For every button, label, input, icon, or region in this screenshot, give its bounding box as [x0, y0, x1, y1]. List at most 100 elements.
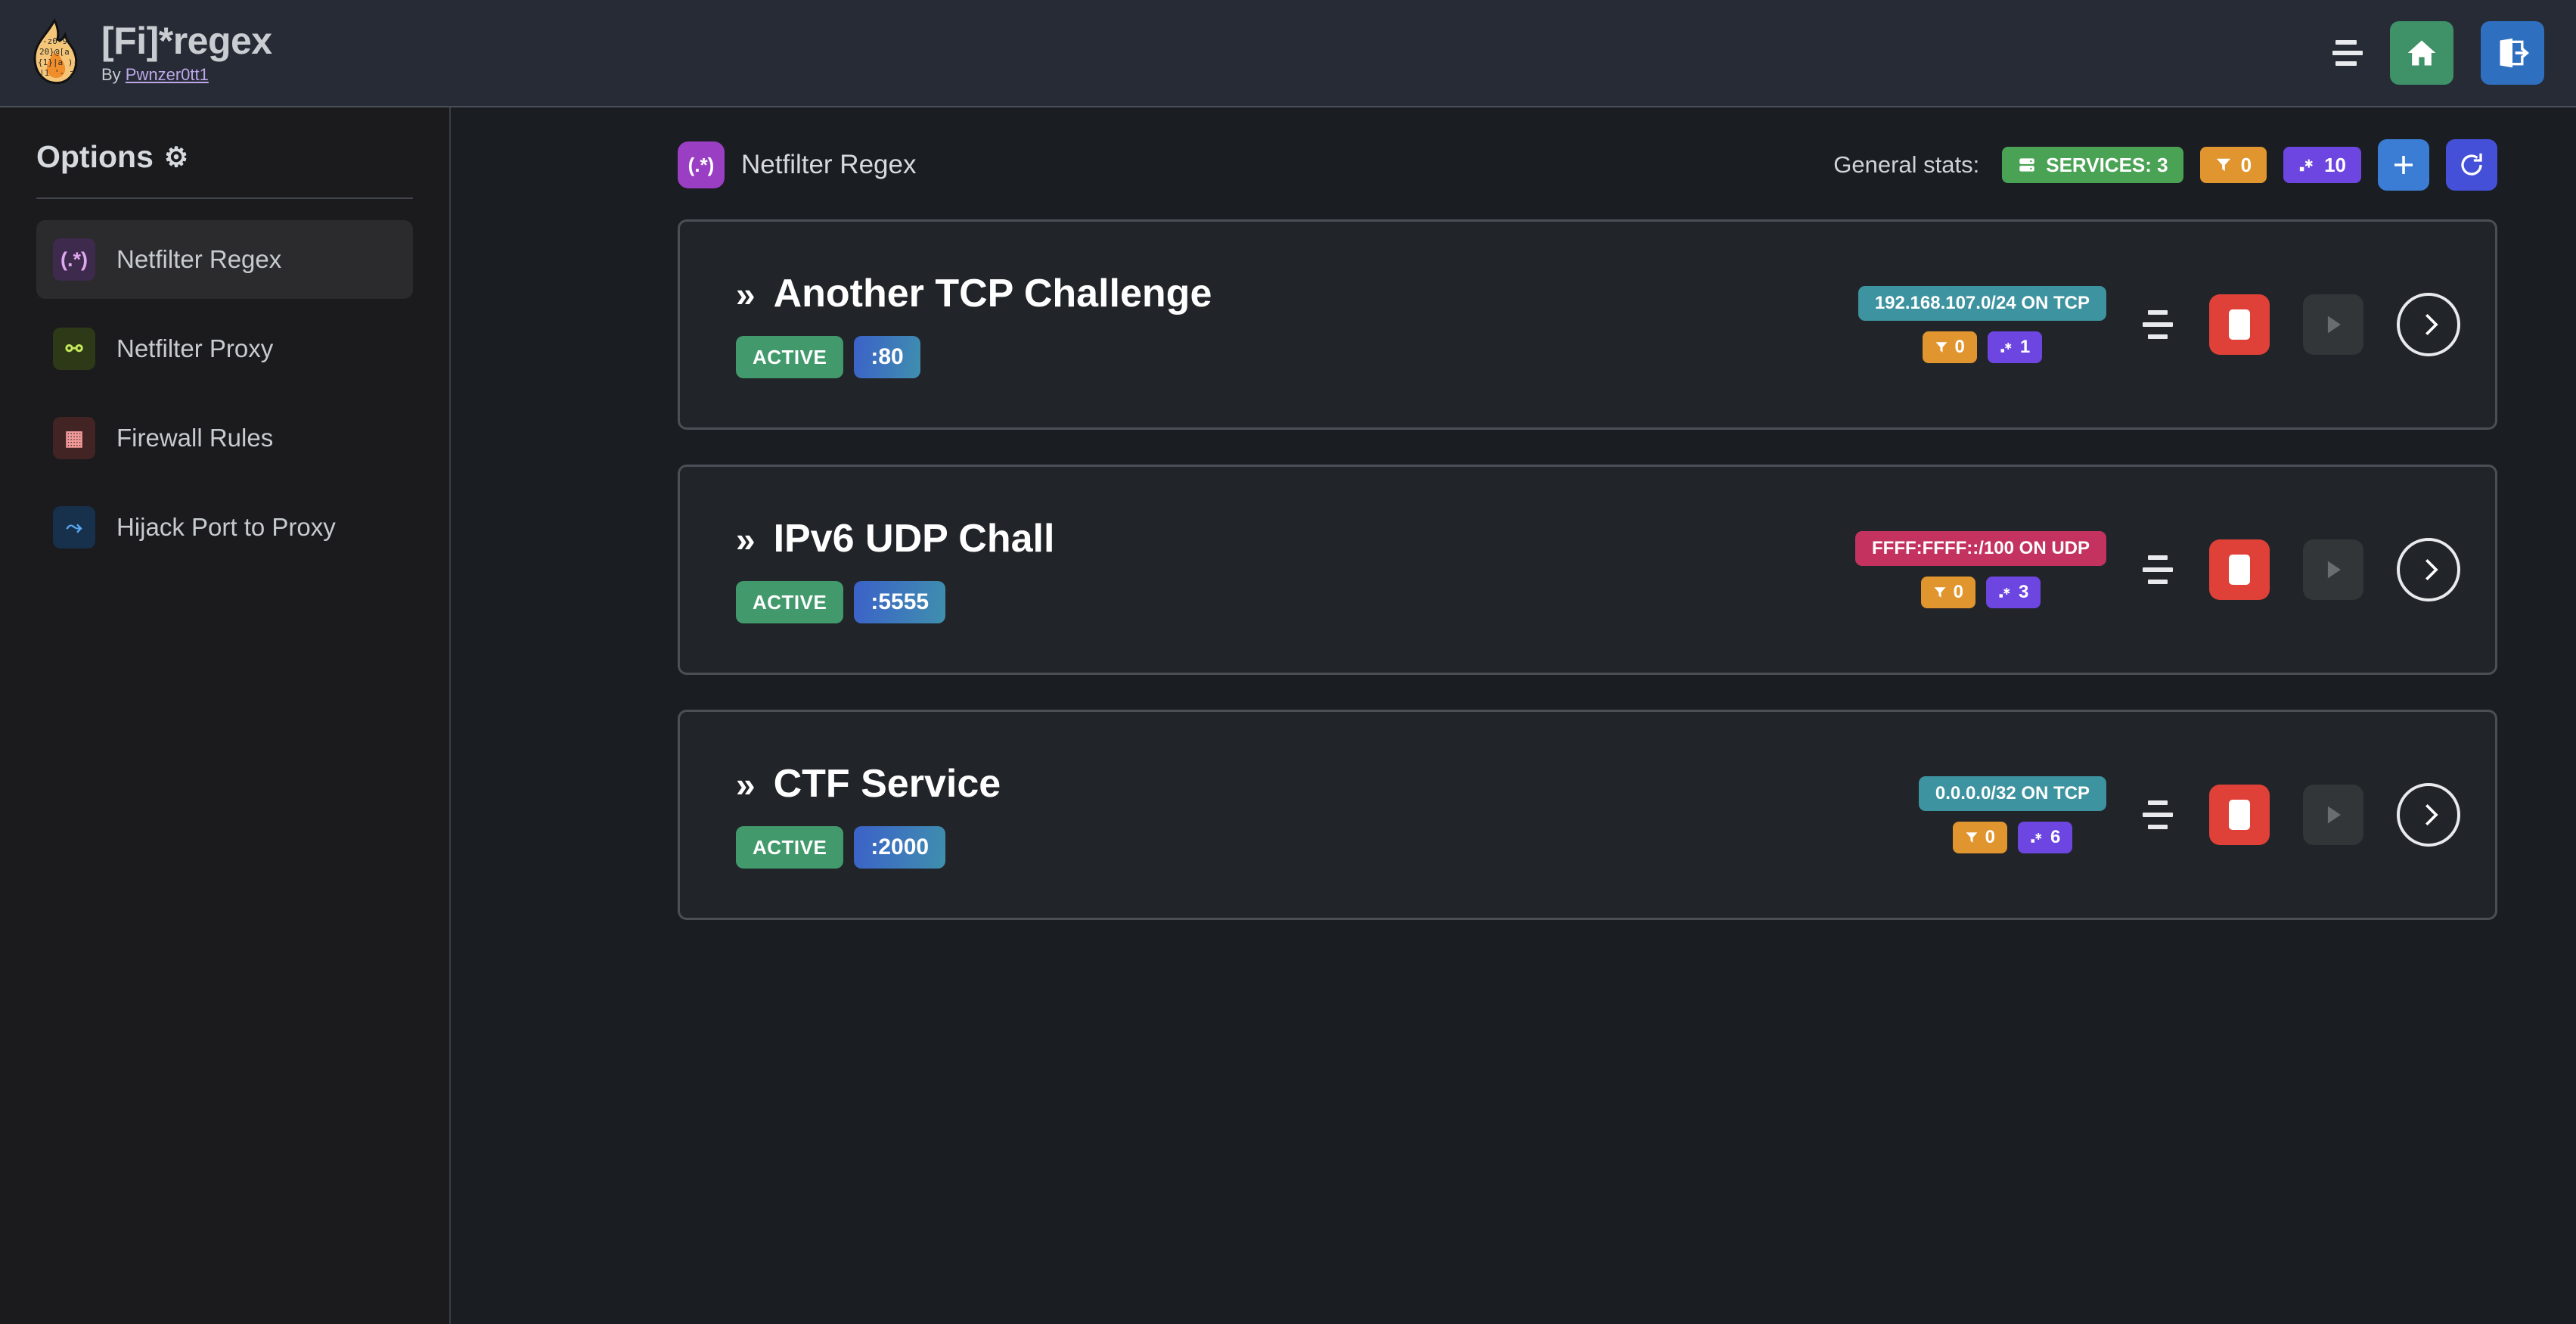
drag-handle-icon[interactable] — [2140, 552, 2176, 587]
open-service-button[interactable] — [2397, 783, 2460, 847]
port-badge: :2000 — [854, 826, 946, 869]
status-badge-filters[interactable]: 0 — [2199, 147, 2267, 183]
network-badge: 0.0.0.0/32 ON TCP — [1918, 776, 2106, 811]
drag-handle-icon[interactable] — [2140, 797, 2176, 832]
service-title-row: » Another TCP Challenge — [736, 271, 1212, 316]
brand-text: [Fi]*regex By Pwnzer0tt1 — [101, 21, 272, 85]
home-button[interactable] — [2390, 21, 2453, 85]
chevron-right-icon — [2425, 803, 2438, 826]
author-link[interactable]: Pwnzer0tt1 — [125, 65, 209, 85]
regex-dotstar-icon — [1999, 588, 2010, 598]
byline-prefix: By — [101, 65, 126, 85]
counters: 0 6 — [1952, 822, 2073, 853]
service-name: Another TCP Challenge — [773, 272, 1212, 315]
regex-dotstar-icon — [2000, 343, 2012, 353]
service-card-actions: 0.0.0.0/32 ON TCP 0 6 — [1918, 776, 2460, 853]
services-count-label: SERVICES: 3 — [2046, 153, 2168, 176]
port-badge: :5555 — [854, 581, 946, 623]
service-tags: ACTIVE :80 — [736, 336, 1212, 378]
filters-counter[interactable]: 0 — [1920, 577, 1975, 608]
service-card-info: » Another TCP Challenge ACTIVE :80 — [736, 271, 1212, 378]
network-badge: FFFF:FFFF::/100 ON UDP — [1855, 531, 2106, 566]
plus-icon — [2394, 156, 2413, 174]
service-card[interactable]: » Another TCP Challenge ACTIVE :80 192.1… — [678, 219, 2497, 430]
play-button[interactable] — [2303, 294, 2363, 355]
sidebar-heading: Options ⚙ — [36, 107, 413, 175]
sidebar-item-label: Netfilter Regex — [116, 245, 282, 273]
logout-button[interactable] — [2481, 21, 2544, 85]
svg-text:|1 '- z]: |1 '- z] — [39, 68, 79, 78]
filters-count-label: 0 — [1953, 582, 1963, 602]
refresh-icon — [2461, 153, 2482, 176]
play-icon — [2327, 561, 2341, 579]
funnel-icon — [2216, 158, 2230, 172]
stop-button[interactable] — [2209, 539, 2270, 600]
service-tags: ACTIVE :2000 — [736, 826, 1001, 869]
svg-text:-z0-9: -z0-9 — [42, 36, 67, 46]
filters-count-label: 0 — [1954, 337, 1965, 357]
open-service-button[interactable] — [2397, 538, 2460, 601]
gear-icon[interactable]: ⚙ — [163, 141, 189, 172]
service-title-row: » IPv6 UDP Chall — [736, 516, 1054, 561]
regex-counter[interactable]: 3 — [1986, 577, 2041, 608]
filters-counter[interactable]: 0 — [1952, 822, 2007, 853]
filters-count-label: 0 — [1985, 827, 1995, 847]
filters-counter[interactable]: 0 — [1922, 331, 1977, 363]
stop-button[interactable] — [2209, 294, 2270, 355]
add-service-button[interactable] — [2378, 139, 2429, 191]
fork-arrow-icon: ⤳ — [53, 506, 95, 549]
status-badge-services[interactable]: SERVICES: 3 — [2002, 147, 2183, 183]
service-card[interactable]: » IPv6 UDP Chall ACTIVE :5555 FFFF:FFFF:… — [678, 465, 2497, 675]
service-card[interactable]: » CTF Service ACTIVE :2000 0.0.0.0/32 ON… — [678, 710, 2497, 920]
stop-icon — [2229, 309, 2250, 340]
funnel-icon — [1966, 832, 1978, 843]
network-info: FFFF:FFFF::/100 ON UDP 0 3 — [1855, 531, 2106, 608]
service-name: IPv6 UDP Chall — [773, 517, 1055, 561]
play-icon — [2327, 315, 2341, 334]
brand: -z0-9 20}@[a {1}|a )-9] |1 '- z] [Fi]*re… — [0, 18, 272, 88]
sidebar-item-hijack-port-to-proxy[interactable]: ⤳ Hijack Port to Proxy — [36, 488, 413, 567]
main-content: (.*) Netfilter Regex General stats: SERV… — [452, 107, 2576, 1324]
play-button[interactable] — [2303, 785, 2363, 845]
refresh-button[interactable] — [2446, 139, 2497, 191]
network-badge: 192.168.107.0/24 ON TCP — [1858, 286, 2106, 321]
filters-count-label: 0 — [2240, 153, 2252, 176]
stop-button[interactable] — [2209, 785, 2270, 845]
regex-dotstar-icon — [2031, 833, 2042, 843]
app-header: -z0-9 20}@[a {1}|a )-9] |1 '- z] [Fi]*re… — [0, 0, 2576, 107]
funnel-icon — [1935, 342, 1948, 353]
sidebar-item-firewall-rules[interactable]: ▦ Firewall Rules — [36, 399, 413, 477]
play-button[interactable] — [2303, 539, 2363, 600]
counters: 0 3 — [1920, 577, 2041, 608]
stop-icon — [2229, 800, 2250, 830]
page-title: Netfilter Regex — [741, 150, 917, 179]
status-badge: ACTIVE — [736, 826, 844, 869]
main-header: (.*) Netfilter Regex General stats: SERV… — [452, 107, 2576, 191]
service-list: » Another TCP Challenge ACTIVE :80 192.1… — [452, 191, 2576, 920]
proxy-plug-icon: ⚯ — [53, 328, 95, 370]
service-card-actions: FFFF:FFFF::/100 ON UDP 0 3 — [1855, 531, 2460, 608]
sidebar-heading-label: Options — [36, 139, 154, 174]
double-chevron-icon: » — [736, 520, 756, 559]
open-service-button[interactable] — [2397, 293, 2460, 356]
status-badge-regex[interactable]: 10 — [2283, 147, 2361, 183]
sidebar-item-netfilter-proxy[interactable]: ⚯ Netfilter Proxy — [36, 309, 413, 388]
hamburger-icon[interactable] — [2326, 38, 2363, 68]
status-badge: ACTIVE — [736, 336, 844, 378]
network-info: 0.0.0.0/32 ON TCP 0 6 — [1918, 776, 2106, 853]
sidebar-item-netfilter-regex[interactable]: (.*) Netfilter Regex — [36, 220, 413, 299]
regex-dotstar-icon — [2299, 159, 2313, 172]
counters: 0 1 — [1922, 331, 2043, 363]
sidebar-item-label: Firewall Rules — [116, 424, 274, 452]
sidebar-item-label: Hijack Port to Proxy — [116, 513, 336, 541]
sidebar-divider — [36, 197, 413, 199]
logout-icon — [2500, 38, 2529, 68]
port-badge: :80 — [854, 336, 920, 378]
double-chevron-icon: » — [736, 275, 756, 314]
home-icon — [2407, 40, 2436, 66]
drag-handle-icon[interactable] — [2140, 307, 2176, 342]
regex-counter[interactable]: 1 — [1987, 331, 2043, 363]
regex-counter[interactable]: 6 — [2017, 822, 2073, 853]
service-title-row: » CTF Service — [736, 761, 1001, 807]
funnel-icon — [1934, 587, 1946, 598]
